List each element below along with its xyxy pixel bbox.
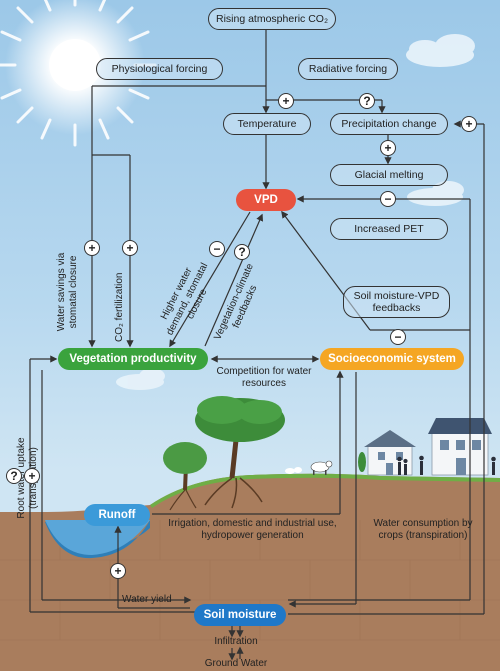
minus-sign-vpd: − [380,191,396,207]
infiltration-label: Infiltration [214,636,258,647]
people-icon [397,455,496,475]
co2-fertilization-label: CO₂ fertilization [114,272,125,342]
radiative-forcing-label: Radiative forcing [308,62,388,75]
radiative-forcing-node: Radiative forcing [298,58,398,80]
plus-sign-co2-fertilization: + [122,240,138,256]
sun-icon [0,0,157,147]
soil-vpd-feedback-node: Soil moisture-VPD feedbacks [343,286,450,318]
pet-node: Increased PET [330,218,448,240]
co2-label: Rising atmospheric CO₂ [215,12,329,25]
shrub-icon [358,452,366,472]
minus-sign-soil-vpd: − [390,329,406,345]
tree-icon [163,442,207,511]
soil-moisture-node: Soil moisture [194,604,286,626]
socioeconomic-node: Socioeconomic system [320,348,464,370]
pet-label: Increased PET [354,222,424,235]
water-consumption-label: Water consumption by crops (transpiratio… [373,518,473,541]
irrigation-label: Irrigation, domestic and industrial use,… [168,518,337,541]
co2-node: Rising atmospheric CO₂ [208,8,336,30]
water-yield-label: Water yield [122,594,172,605]
house-icon [428,418,492,476]
runoff-node: Runoff [84,504,150,526]
unknown-sign-precipitation: ? [359,93,375,109]
vpd-label: VPD [254,194,278,206]
vpd-node: VPD [236,189,296,211]
plus-sign-water-savings: + [84,240,100,256]
plus-sign-loop: + [461,116,477,132]
tree-icon [195,396,285,509]
temperature-label: Temperature [237,117,297,130]
runoff-label: Runoff [98,509,136,521]
water-savings-label: Water savings via stomatal closure [56,252,79,332]
vegetation-label: Vegetation productivity [69,353,197,365]
plus-sign-glacial: + [380,140,396,156]
plus-sign-water-yield: + [110,563,126,579]
physiological-forcing-node: Physiological forcing [96,58,223,80]
unknown-sign-vegetation-climate: ? [234,244,250,260]
livestock-icon [285,460,333,475]
physiological-forcing-label: Physiological forcing [111,62,208,75]
glacial-melting-label: Glacial melting [354,168,424,181]
unknown-sign-root-uptake: ? [6,468,22,484]
vegetation-node: Vegetation productivity [58,348,208,370]
plus-sign-temperature: + [278,93,294,109]
minus-sign-higher-demand: − [209,241,225,257]
socioeconomic-label: Socioeconomic system [328,353,456,365]
plus-sign-root-uptake: + [24,468,40,484]
soil-moisture-label: Soil moisture [203,609,277,621]
soil-vpd-feedback-label: Soil moisture-VPD feedbacks [353,289,440,314]
ground-water-label: Ground Water [204,658,268,669]
precipitation-label: Precipitation change [341,117,437,130]
glacial-melting-node: Glacial melting [330,164,448,186]
precipitation-node: Precipitation change [330,113,448,135]
temperature-node: Temperature [223,113,311,135]
house-icon [364,430,416,476]
cloud-icon [116,34,475,390]
competition-label: Competition for water resources [216,366,312,389]
